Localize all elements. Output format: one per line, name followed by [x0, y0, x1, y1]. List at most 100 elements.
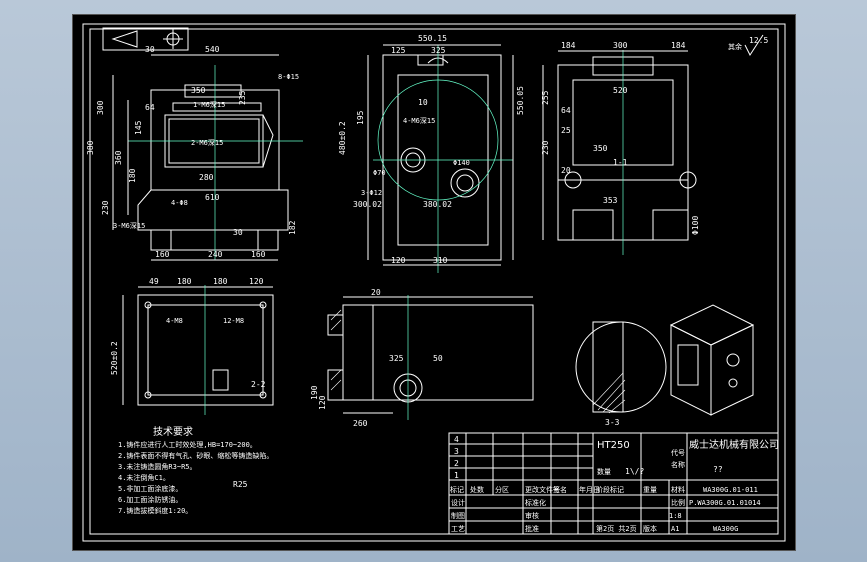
- section-label: 1-1: [613, 158, 628, 167]
- section-label: 2-2: [251, 380, 266, 389]
- dim-label: 145: [134, 120, 143, 135]
- dim-label: 10: [418, 98, 428, 107]
- dim-label: 3-M6深15: [113, 221, 145, 230]
- dim-label: 160: [251, 250, 266, 259]
- dim-label: 520±0.2: [110, 341, 119, 375]
- tech-requirements: 技术要求 1.铸件应进行人工时效处理,HB=170~200。 2.铸件表面不得有…: [118, 425, 273, 515]
- dim-label: 325: [389, 354, 404, 363]
- label-stage: 阶段标记: [596, 485, 624, 494]
- bottom-view: [122, 285, 274, 415]
- sheet-label: 第2页 共2页: [596, 524, 637, 533]
- top-view-dims: 550.15 325 125 550.05 480±0.2 4-M6深15 3-…: [338, 34, 525, 265]
- dim-label: 20: [561, 166, 571, 175]
- drawing-number-2: P.WA300G.01.01014: [689, 499, 761, 507]
- header-cell: 标记: [450, 485, 464, 494]
- dim-label: 120: [249, 277, 264, 286]
- dim-label: Φ140: [453, 159, 470, 167]
- dim-label: 230: [101, 200, 110, 215]
- tech-item: 6.加工面涂防锈油。: [118, 495, 182, 504]
- dim-label: 240: [208, 250, 223, 259]
- section-view: [327, 295, 534, 420]
- drawing-number: WA300G.01-011: [703, 486, 758, 494]
- dim-label: 180: [213, 277, 228, 286]
- dim-label: 480±0.2: [338, 121, 347, 155]
- product-code: WA300G: [713, 525, 738, 533]
- dim-label: 310: [433, 256, 448, 265]
- label-approve: 批准: [525, 524, 539, 533]
- dim-label: 300.02: [353, 200, 382, 209]
- label-process: 工艺: [451, 525, 465, 533]
- dim-label: 184: [671, 41, 686, 50]
- roughness-note: 其余: [728, 42, 742, 51]
- dim-label: 4-M6深15: [403, 116, 435, 125]
- dim-label: 182: [288, 220, 297, 235]
- cad-viewport[interactable]: 12.5 其余 540 30 300 380 230 360 610 160 2…: [72, 14, 796, 551]
- label-design: 设计: [451, 498, 465, 507]
- dim-label: 380.02: [423, 200, 452, 209]
- cad-drawing: 12.5 其余 540 30 300 380 230 360 610 160 2…: [82, 23, 786, 542]
- top-view: [367, 44, 514, 273]
- dim-label: 255: [541, 90, 550, 105]
- dim-label: 300: [96, 100, 105, 115]
- tech-item: 4.未注倒角C1。: [118, 473, 170, 482]
- roughness-value: 12.5: [749, 36, 768, 45]
- tech-item: 1.铸件应进行人工时效处理,HB=170~200。: [118, 440, 257, 449]
- side-view: [542, 50, 697, 255]
- dim-label: 350: [593, 144, 608, 153]
- dim-label: 260: [353, 419, 368, 428]
- label-review: 审核: [525, 511, 539, 520]
- dim-label: 190: [310, 385, 319, 400]
- bottom-view-dims: 49 180 180 120 4-M8 12-M8 520±0.2 2-2: [110, 277, 266, 389]
- header-cell: 年月日: [579, 485, 600, 494]
- dim-label: 610: [205, 193, 220, 202]
- dim-label: 30: [233, 228, 243, 237]
- tech-item: 3.未注铸造圆角R3~R5。: [118, 462, 197, 471]
- header-cell: 签名: [553, 485, 567, 494]
- front-view: [112, 54, 303, 261]
- label-material: 材料: [671, 485, 685, 494]
- dim-label: 550.15: [418, 34, 447, 43]
- roughness-label: R25: [233, 480, 248, 489]
- dim-label: 520: [613, 86, 628, 95]
- dim-label: 360: [114, 150, 123, 165]
- dim-label: 380: [86, 140, 95, 155]
- dim-label: 120: [318, 395, 327, 410]
- label-draw: 制图: [451, 511, 465, 520]
- dim-label: Φ100: [691, 216, 700, 235]
- dim-label: 25: [561, 126, 571, 135]
- dim-label: 49: [149, 277, 159, 286]
- revision-value: A1: [671, 525, 679, 533]
- dim-label: 30: [145, 45, 155, 54]
- dim-label: 353: [603, 196, 618, 205]
- dim-label: 3-Φ12: [361, 189, 382, 197]
- dim-label: 300: [613, 41, 628, 50]
- quantity-value: 1\/?: [625, 467, 644, 476]
- dim-label: 550.05: [516, 86, 525, 115]
- section-label: 3-3: [605, 418, 620, 427]
- header-cell: 处数: [470, 485, 484, 494]
- label-scale: 比例: [671, 498, 685, 507]
- row-number: 2: [454, 459, 459, 468]
- dim-label: Φ70: [373, 169, 386, 177]
- dim-label: 1-M6深15: [193, 100, 225, 109]
- dim-label: 540: [205, 45, 220, 54]
- roughness-symbol: 12.5 其余: [728, 34, 768, 57]
- projection-symbol: [102, 27, 189, 51]
- row-number: 4: [454, 435, 459, 444]
- material-value: HT250: [597, 440, 630, 451]
- header-cell: 更改文件号: [525, 485, 560, 494]
- row-number: 1: [454, 471, 459, 480]
- drawing-inner-border: [89, 28, 779, 535]
- dim-label: 325: [431, 46, 446, 55]
- row-number: 3: [454, 447, 459, 456]
- dim-label: 64: [145, 103, 155, 112]
- dim-label: 180: [128, 168, 137, 183]
- tech-title: 技术要求: [153, 425, 193, 438]
- dim-label: 180: [177, 277, 192, 286]
- dim-label: 280: [199, 173, 214, 182]
- tech-item: 7.铸造拔模斜度1:20。: [118, 506, 192, 515]
- detail-circle: 3-3: [575, 321, 667, 427]
- dim-label: 64: [561, 106, 571, 115]
- company-name: 威士达机械有限公司: [689, 438, 779, 451]
- isometric-view: [669, 304, 755, 416]
